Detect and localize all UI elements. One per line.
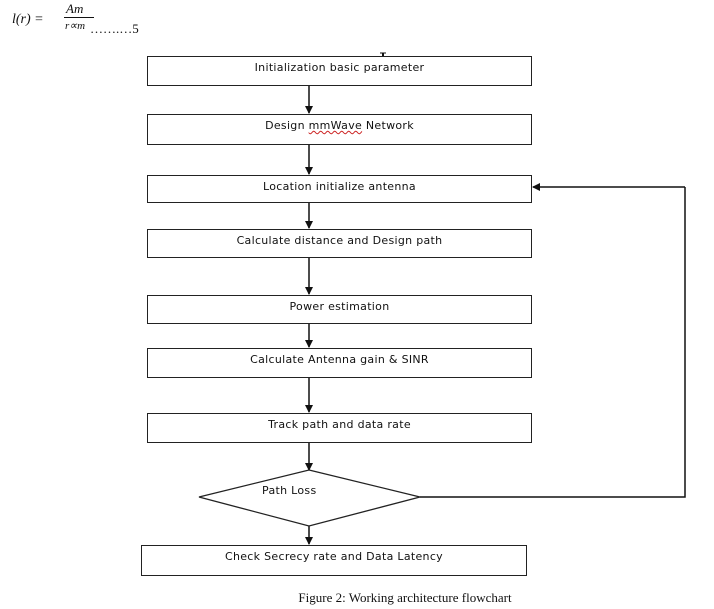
step-2-label: Design mmWave Network (265, 119, 414, 132)
figure-caption-text: Figure 2: Working architecture flowchart (298, 590, 512, 605)
step-antenna-gain-box: Calculate Antenna gain & SINR (147, 348, 532, 378)
step-track-path-box: Track path and data rate (147, 413, 532, 443)
equation-numerator: Am (66, 1, 84, 16)
feedback-loop-line (420, 187, 686, 498)
figure-caption: Figure 2: Working architecture flowchart (0, 590, 714, 606)
decision-label: Path Loss (262, 484, 317, 497)
step-7-label: Track path and data rate (268, 418, 411, 431)
step-initialization-box: Initialization basic parameter (147, 56, 532, 86)
step-1-label: Initialization basic parameter (254, 61, 425, 74)
end-step-label: Check Secrecy rate and Data Latency (224, 550, 443, 563)
step-2-highlight: mmWave (308, 119, 363, 132)
step-calculate-distance-box: Calculate distance and Design path (147, 229, 532, 258)
equation-number: …….…5 (90, 21, 139, 36)
equation-lhs: l(r) = (12, 12, 44, 27)
fraction-bar (64, 17, 94, 18)
step-design-network-box: Design mmWave Network (147, 114, 532, 145)
step-power-estimation-box: Power estimation (147, 295, 532, 324)
step-5-label: Power estimation (289, 300, 390, 313)
step-location-antenna-box: Location initialize antenna (147, 175, 532, 203)
decision-diamond (198, 469, 421, 527)
step-3-label: Location initialize antenna (263, 180, 416, 193)
path-loss-equation: l(r) = Am r∝m …….…5 (8, 0, 188, 44)
step-6-label: Calculate Antenna gain & SINR (250, 353, 429, 366)
step-check-secrecy-box: Check Secrecy rate and Data Latency (141, 545, 527, 576)
equation-denominator: r∝m (65, 20, 86, 32)
step-4-label: Calculate distance and Design path (236, 234, 443, 247)
